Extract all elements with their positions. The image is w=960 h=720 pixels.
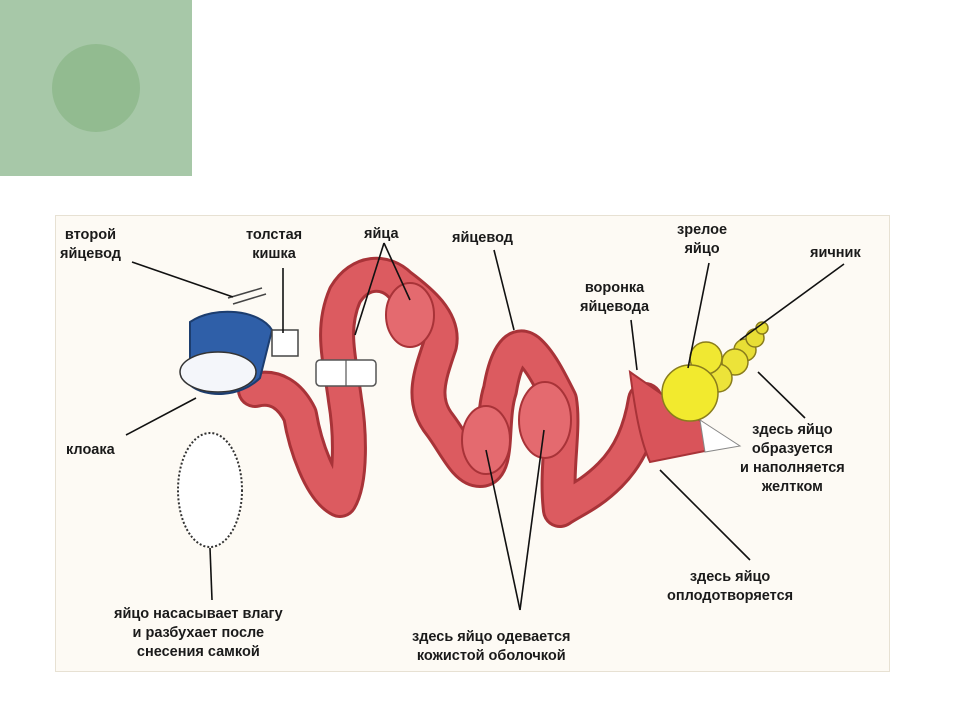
ovary [661, 321, 769, 422]
label-egg-forms: здесь яйцо образуется и наполняется желт… [740, 422, 845, 495]
label-eggs: яйца [364, 226, 399, 242]
label-egg-absorbs: яйцо насасывает влагу и разбухает после … [114, 606, 283, 660]
label-oviduct-funnel: воронка яйцевода [580, 280, 650, 315]
laid-egg [177, 432, 243, 548]
cloaca [179, 287, 299, 395]
oviduct-tube [237, 256, 663, 528]
label-large-intestine: толстая кишка [246, 227, 303, 262]
mature-egg [661, 364, 719, 422]
decorative-green-circle [52, 44, 140, 132]
label-cloaca: клоака [66, 442, 115, 458]
label-oviduct: яйцевод [452, 230, 513, 246]
label-second-oviduct: второй яйцевод [60, 227, 121, 262]
label-shell-forms: здесь яйцо одевается кожистой оболочкой [412, 629, 571, 664]
label-ovary: яичник [810, 245, 861, 261]
label-fertilization: здесь яйцо оплодотворяется [667, 569, 794, 604]
label-mature-egg: зрелое яйцо [677, 222, 728, 257]
pointer-lines [125, 242, 845, 611]
